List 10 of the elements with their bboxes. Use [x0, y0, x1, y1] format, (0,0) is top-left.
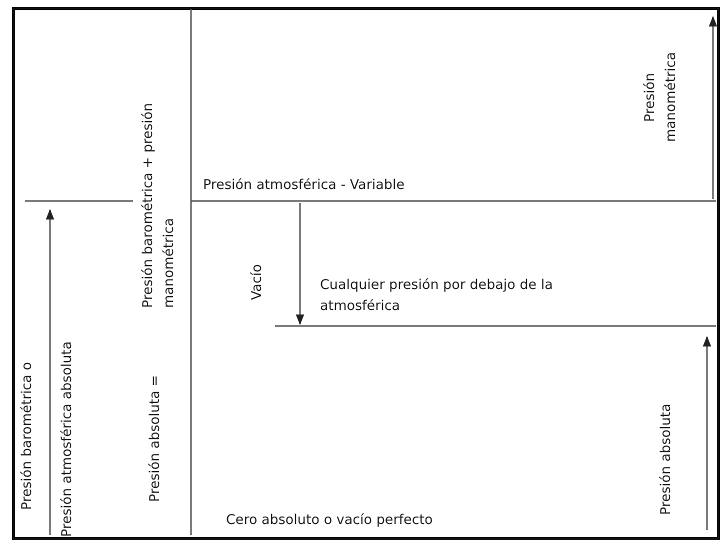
- scale-label: Presión absoluta =: [146, 374, 164, 502]
- scale-label: Vacío: [248, 263, 266, 300]
- scale-label: Presión manométrica: [641, 52, 680, 144]
- scale-label: Presión atmosférica absoluta: [58, 340, 76, 537]
- level-label: Presión atmosférica - Variable: [203, 176, 406, 195]
- level-label: Cualquier presión por debajo de la atmosférica: [320, 276, 554, 316]
- scale-label: Presión barométrica + presión manométrica: [139, 102, 178, 308]
- scale-label: Presión barométrica o: [18, 360, 36, 510]
- scale-label: Presión absoluta: [657, 402, 675, 515]
- level-label: Cero absoluto o vacío perfecto: [226, 511, 434, 530]
